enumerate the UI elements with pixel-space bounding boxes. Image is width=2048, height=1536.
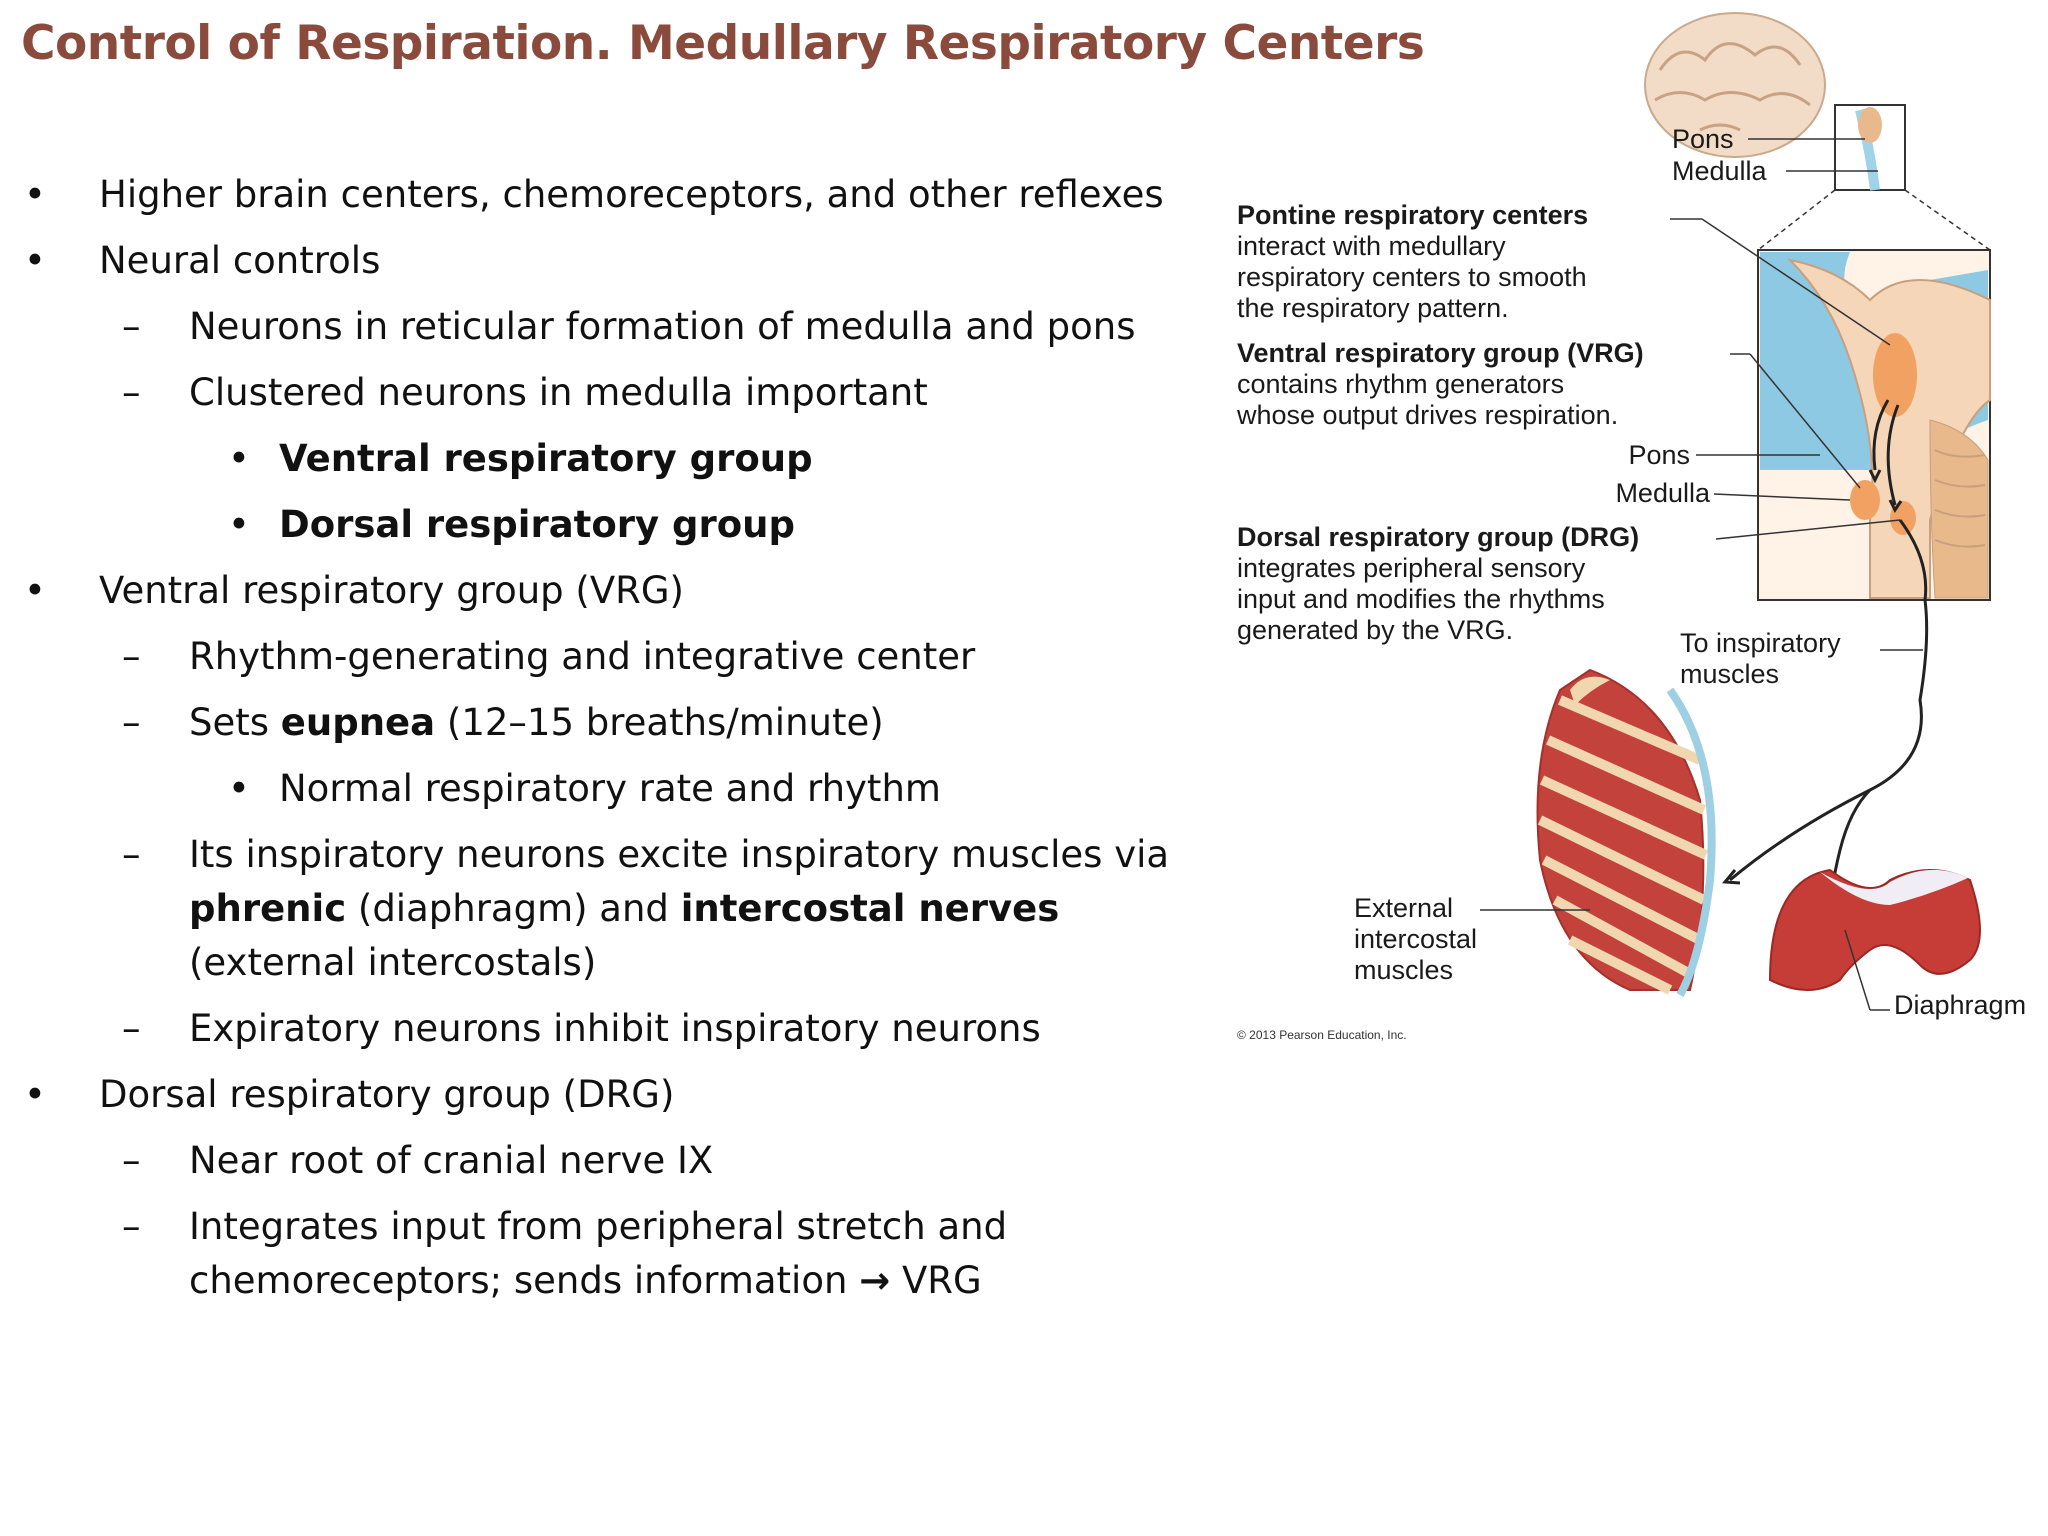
vrg-heading: Ventral respiratory group (VRG) [1237, 338, 1644, 368]
copyright-notice: © 2013 Pearson Education, Inc. [1237, 1028, 1407, 1042]
bullet-text: Higher brain centers, chemoreceptors, an… [99, 173, 1164, 216]
bullet-item: • Neural controls [0, 234, 1190, 288]
bullet-text: Near root of cranial nerve IX [189, 1139, 714, 1182]
bullet-item: • Dorsal respiratory group (DRG) [0, 1068, 1190, 1122]
bold-term: intercostal nerves [680, 887, 1060, 930]
text-segment: Its inspiratory neurons excite inspirato… [189, 833, 1170, 876]
dash-marker: – [122, 1205, 141, 1248]
bullet-text: Ventral respiratory group [279, 437, 813, 480]
label-drg: Dorsal respiratory group (DRG) integrate… [1237, 522, 1639, 646]
pontine-text-3: the respiratory pattern. [1237, 293, 1509, 323]
dash-marker: – [122, 701, 141, 744]
to-inspiratory-line-2: muscles [1680, 659, 1780, 689]
label-medulla-mid: Medulla [1615, 478, 1710, 508]
brainstem-panel [1757, 249, 1991, 601]
external-line-3: muscles [1354, 955, 1454, 985]
dash-marker: – [122, 305, 141, 348]
sub-sub-bullet-item: • Normal respiratory rate and rhythm [0, 762, 1190, 816]
sub-bullet-item: – Clustered neurons in medulla important [0, 366, 1190, 420]
vrg-text-1: contains rhythm generators [1237, 369, 1565, 399]
bullet-marker: • [228, 503, 250, 546]
bold-term: eupnea [280, 701, 436, 744]
dash-marker: – [122, 833, 141, 876]
bullet-text: Dorsal respiratory group [279, 503, 796, 546]
bullet-text: Expiratory neurons inhibit inspiratory n… [189, 1007, 1041, 1050]
pontine-text-2: respiratory centers to smooth [1237, 262, 1587, 292]
vrg-text-2: whose output drives respiration. [1237, 400, 1619, 430]
rib-cage-illustration [1536, 668, 1716, 997]
arrow-icon: → [859, 1259, 891, 1302]
bullet-text: Rhythm-generating and integrative center [189, 635, 976, 678]
bullet-text: Neural controls [99, 239, 381, 282]
drg-heading: Dorsal respiratory group (DRG) [1237, 522, 1640, 552]
dash-marker: – [122, 635, 141, 678]
brain-illustration [1644, 12, 1906, 191]
text-segment: VRG [890, 1259, 982, 1302]
to-inspiratory-line-1: To inspiratory [1680, 628, 1841, 658]
bullet-text: Normal respiratory rate and rhythm [279, 767, 941, 810]
bullet-marker: • [24, 1073, 46, 1116]
bullet-list: • Higher brain centers, chemoreceptors, … [0, 168, 1190, 1308]
label-medulla-top: Medulla [1672, 156, 1767, 186]
text-segment: (diaphragm) and [346, 887, 681, 930]
vrg-center [1850, 480, 1880, 520]
text-segment: (external intercostals) [189, 941, 597, 984]
bullet-marker: • [24, 239, 46, 282]
bullet-marker: • [228, 767, 250, 810]
bullet-item: • Ventral respiratory group (VRG) [0, 564, 1190, 618]
respiratory-centers-figure: Pons Medulla Pontine respiratory centers… [1230, 0, 2048, 1060]
text-segment: Integrates input from peripheral stretch… [189, 1205, 1008, 1302]
label-diaphragm: Diaphragm [1894, 990, 2027, 1020]
label-external-intercostal: External intercostal muscles [1354, 893, 1477, 986]
drg-text-3: generated by the VRG. [1237, 615, 1514, 645]
bullet-text: Neurons in reticular formation of medull… [189, 305, 1136, 348]
pontine-center [1873, 333, 1917, 417]
diaphragm-illustration [1768, 868, 1981, 991]
sub-sub-bullet-item: • Dorsal respiratory group [0, 498, 1190, 552]
dash-marker: – [122, 1007, 141, 1050]
slide-title: Control of Respiration. Medullary Respir… [21, 16, 1425, 71]
label-pons-mid: Pons [1628, 440, 1690, 470]
drg-text-1: integrates peripheral sensory [1237, 553, 1586, 583]
figure-illustration [1480, 12, 1991, 1011]
bullet-text: Ventral respiratory group (VRG) [99, 569, 684, 612]
text-segment: Sets [189, 701, 281, 744]
bullet-marker: • [24, 569, 46, 612]
sub-bullet-item: – Integrates input from peripheral stret… [0, 1200, 1049, 1308]
label-to-inspiratory: To inspiratory muscles [1680, 628, 1841, 690]
dash-marker: – [122, 371, 141, 414]
external-line-2: intercostal [1354, 924, 1478, 954]
sub-bullet-item: – Sets eupnea (12–15 breaths/minute) [0, 696, 1190, 750]
bullet-item: • Higher brain centers, chemoreceptors, … [0, 168, 1190, 222]
dash-marker: – [122, 1139, 141, 1182]
text-segment: (12–15 breaths/minute) [435, 701, 884, 744]
sub-sub-bullet-item: • Ventral respiratory group [0, 432, 1190, 486]
sub-bullet-item: – Neurons in reticular formation of medu… [0, 300, 1190, 354]
bullet-text: Dorsal respiratory group (DRG) [99, 1073, 675, 1116]
bullet-marker: • [24, 173, 46, 216]
sub-bullet-item: – Rhythm-generating and integrative cent… [0, 630, 1190, 684]
label-pons-top: Pons [1672, 124, 1734, 154]
sub-bullet-item: – Near root of cranial nerve IX [0, 1134, 1190, 1188]
leader-lines [1480, 138, 1923, 1011]
label-vrg: Ventral respiratory group (VRG) contains… [1237, 338, 1644, 431]
bold-term: phrenic [189, 887, 347, 930]
pontine-text-1: interact with medullary [1237, 231, 1506, 261]
sub-bullet-item: – Its inspiratory neurons excite inspira… [0, 828, 1189, 990]
pontine-heading: Pontine respiratory centers [1237, 200, 1589, 230]
external-line-1: External [1354, 893, 1454, 923]
bullet-marker: • [228, 437, 250, 480]
bullet-text: Clustered neurons in medulla important [189, 371, 928, 414]
drg-text-2: input and modifies the rhythms [1237, 584, 1605, 614]
sub-bullet-item: – Expiratory neurons inhibit inspiratory… [0, 1002, 1190, 1056]
label-pontine: Pontine respiratory centers interact wit… [1237, 200, 1588, 324]
